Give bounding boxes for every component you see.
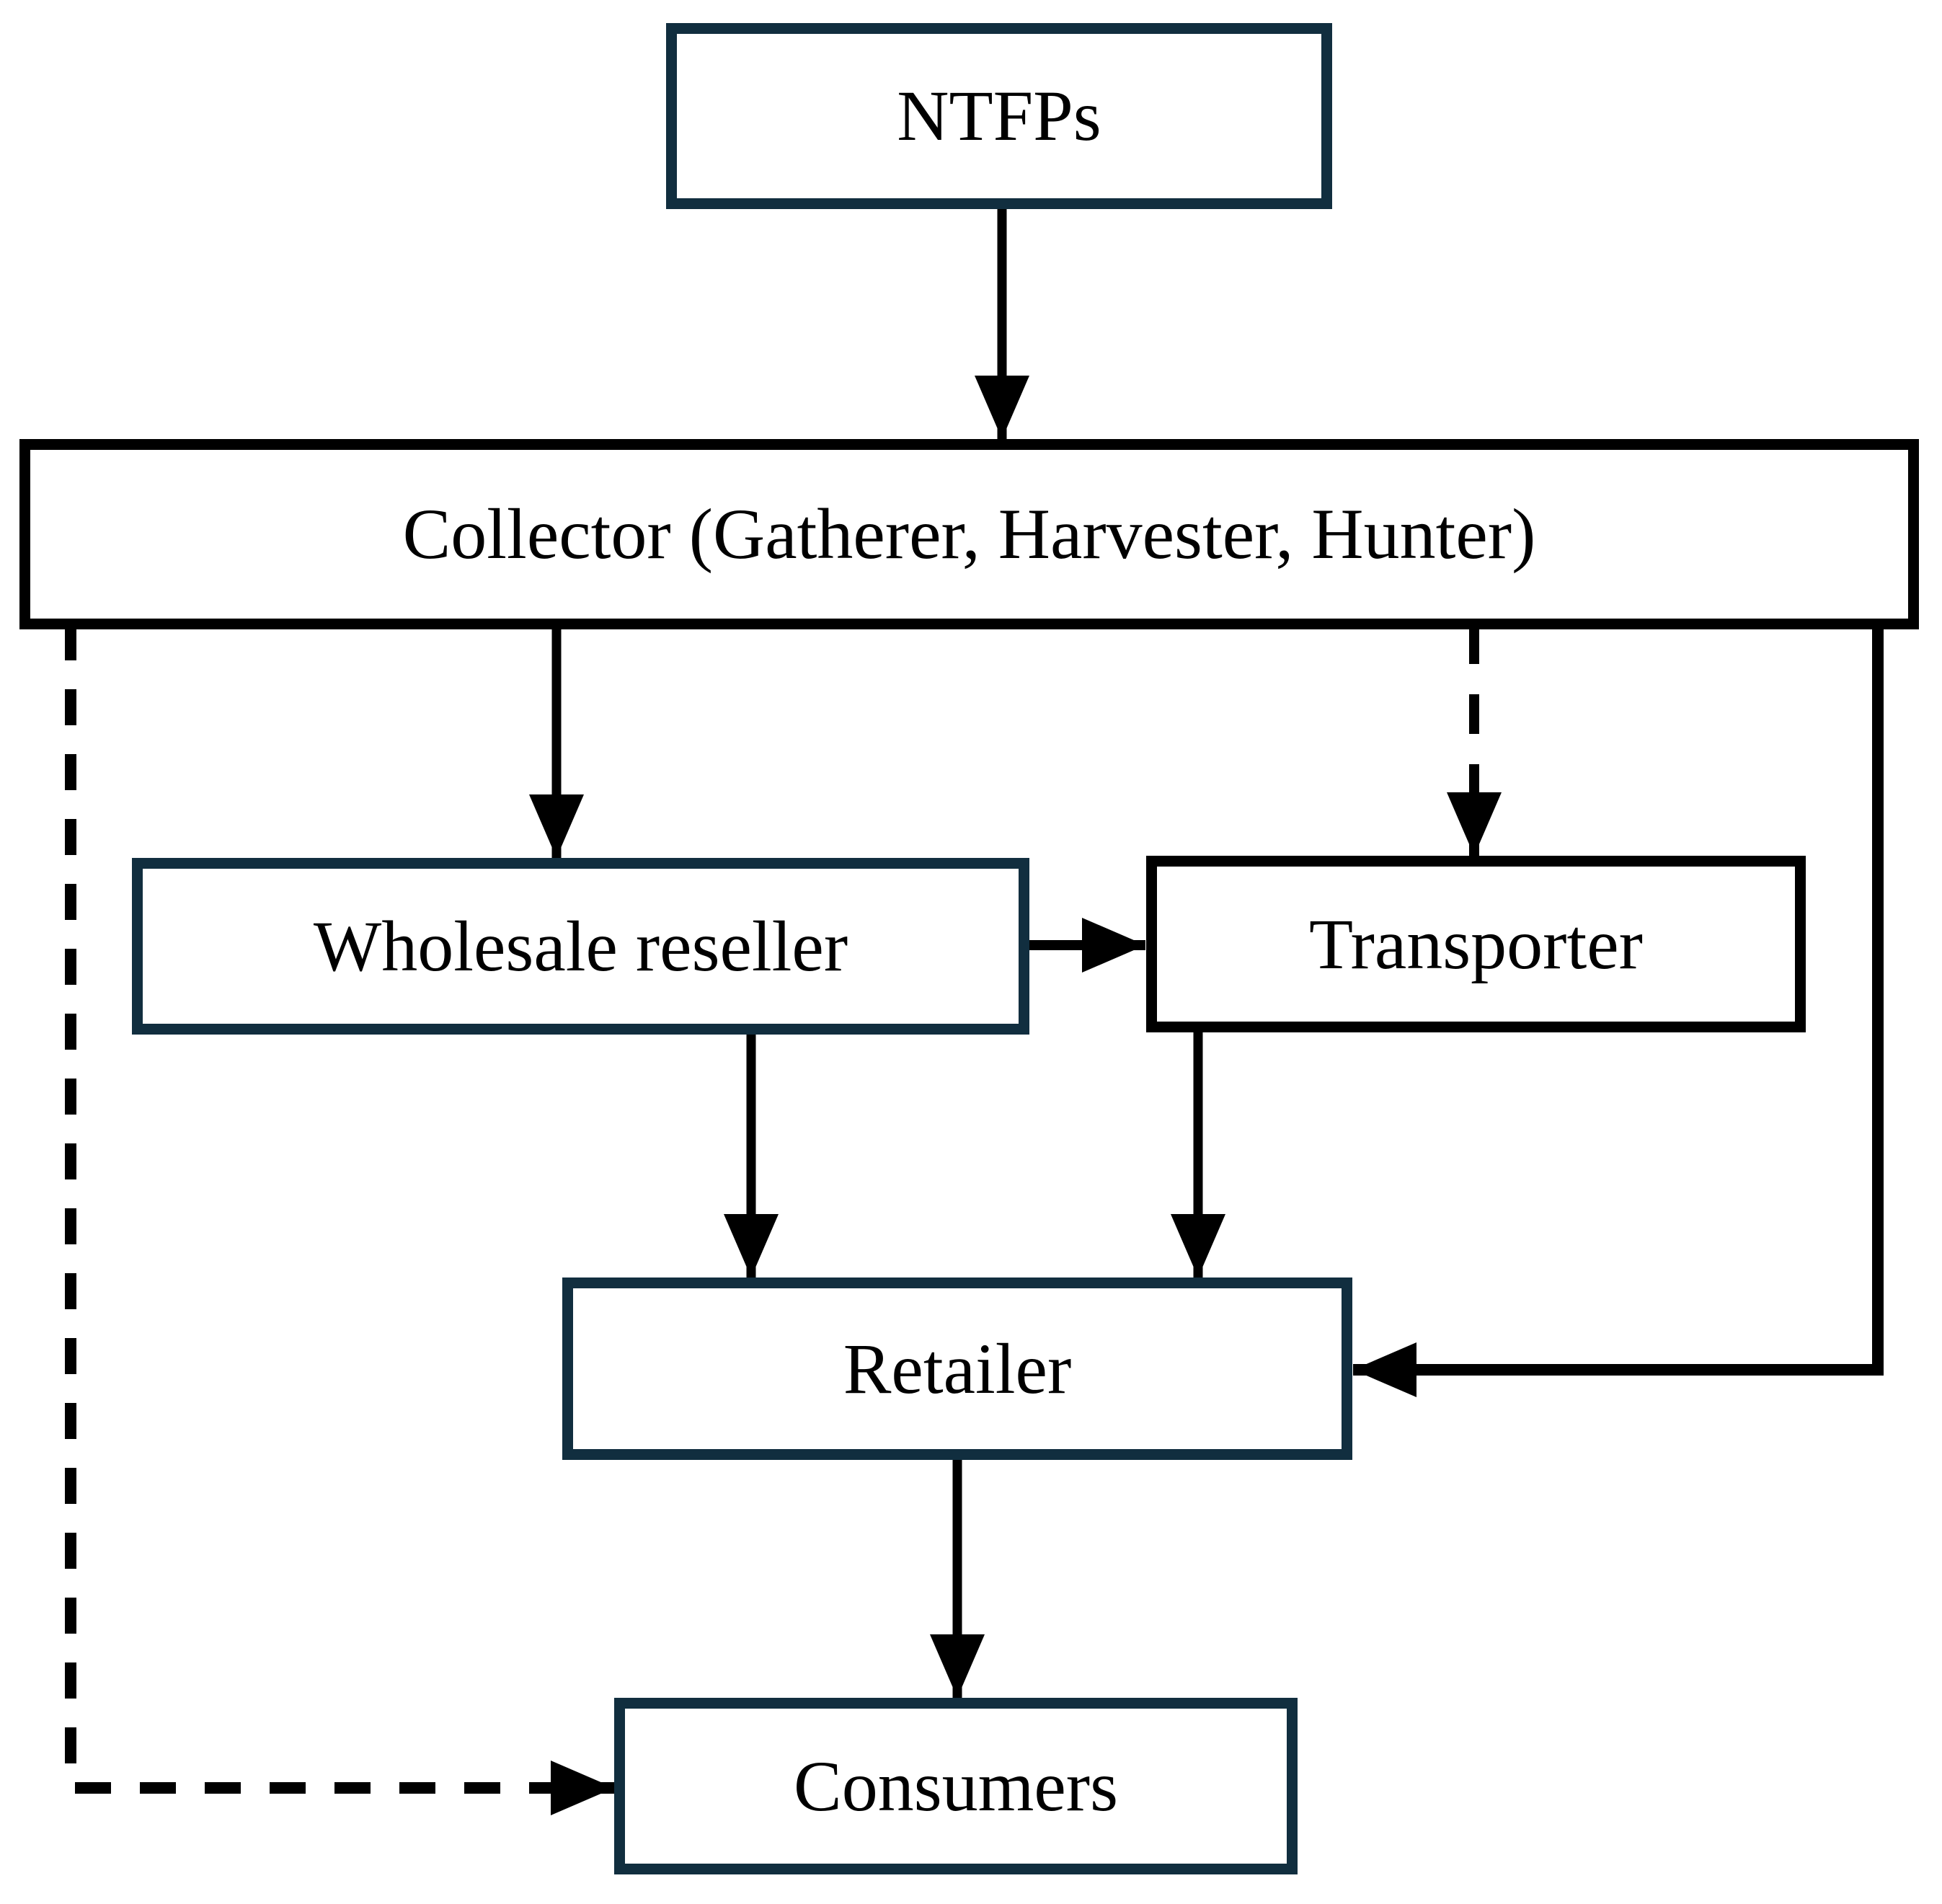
edge-collector-retailer — [1353, 624, 1884, 1397]
node-consumers-label: Consumers — [794, 1745, 1118, 1826]
node-collector: Collector (Gatherer, Harvester, Hunter) — [19, 439, 1919, 629]
node-consumers: Consumers — [614, 1698, 1298, 1874]
node-transporter-label: Transporter — [1309, 903, 1643, 984]
node-ntfps: NTFPs — [666, 23, 1332, 209]
node-wholesale-reseller: Wholesale reseller — [132, 858, 1029, 1035]
node-retailer-label: Retailer — [843, 1328, 1072, 1409]
node-ntfps-label: NTFPs — [897, 76, 1101, 156]
edge-collector-consumers — [65, 624, 614, 1815]
node-transporter: Transporter — [1146, 856, 1806, 1032]
node-wholesale-reseller-label: Wholesale reseller — [313, 905, 848, 986]
node-collector-label: Collector (Gatherer, Harvester, Hunter) — [402, 494, 1536, 574]
node-retailer: Retailer — [562, 1278, 1352, 1460]
